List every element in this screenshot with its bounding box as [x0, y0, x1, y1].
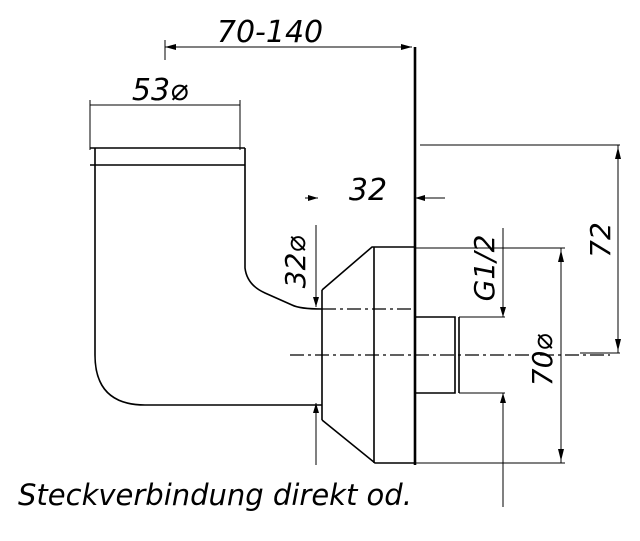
dimension-height: 72	[420, 144, 621, 354]
dimension-socket-diameter: 32⌀	[279, 225, 319, 465]
dim-socket-diameter-label: 32⌀	[279, 236, 312, 289]
dim-thread-label: G1/2	[468, 235, 501, 302]
dimension-overall-length: 70-140	[164, 15, 412, 60]
dim-overall-length-label: 70-140	[217, 15, 323, 50]
pipe-elbow	[90, 147, 323, 406]
dimension-pipe-diameter: 53⌀	[89, 73, 241, 150]
dimension-thread: G1/2	[459, 228, 506, 507]
dim-offset-label: 32	[349, 173, 387, 208]
caption: Steckverbindung direkt od.	[18, 478, 412, 512]
dimension-offset: 32	[305, 173, 445, 208]
dim-pipe-diameter-label: 53⌀	[132, 73, 188, 108]
dim-flange-diameter-label: 70⌀	[526, 334, 559, 387]
cone-fitting	[321, 47, 417, 465]
dim-height-label: 72	[584, 222, 617, 258]
dimension-flange-diameter: 70⌀	[415, 247, 565, 464]
